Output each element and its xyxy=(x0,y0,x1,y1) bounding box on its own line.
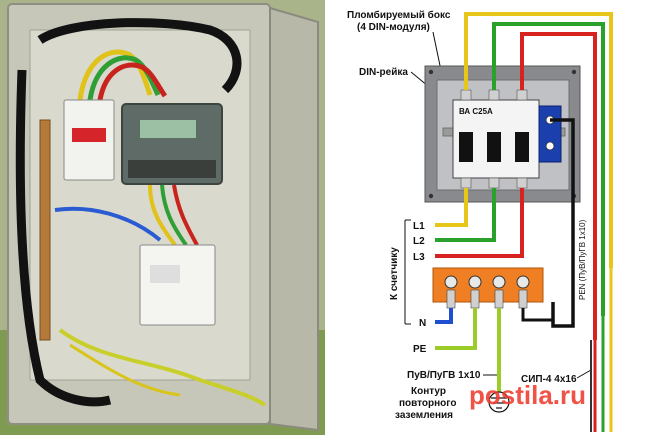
label-pe: PE xyxy=(413,344,427,355)
wire-ground-2 xyxy=(69,343,181,397)
wire-red xyxy=(97,62,168,101)
wire-in-l3 xyxy=(520,32,597,340)
mounting-plate xyxy=(29,29,251,381)
ground-contour-icon xyxy=(488,391,510,413)
box-screw-tr xyxy=(571,69,577,75)
breaker-handle-2 xyxy=(487,132,501,162)
pe-bus-screw-3 xyxy=(492,275,506,289)
din-rail-label: DIN-рейка xyxy=(359,67,408,78)
grounding-line3: заземления xyxy=(395,410,453,421)
label-l1: L1 xyxy=(413,221,425,232)
breaker-label: ВА С25А xyxy=(459,107,493,116)
photo-bus-bar xyxy=(39,119,51,341)
photo-breaker-handles xyxy=(72,128,106,142)
wire-out-l1 xyxy=(435,188,468,227)
black-cable-lower xyxy=(15,69,112,407)
photo-meter-display xyxy=(140,120,196,138)
label-l3: L3 xyxy=(413,252,425,263)
wire-n xyxy=(435,308,453,324)
box-screw-tl xyxy=(428,69,434,75)
wiring-diagram: Пломбируемый бокс (4 DIN-модуля) DIN-рей… xyxy=(347,9,613,432)
box-screw-bl xyxy=(428,193,434,199)
photo-rcd xyxy=(139,244,216,326)
box-title-line2: (4 DIN-модуля) xyxy=(357,22,430,33)
breaker-top-terminal-1 xyxy=(460,89,472,101)
meter-label: К счетчику xyxy=(389,247,400,300)
breaker-bottom-terminal-3 xyxy=(516,177,528,189)
pen-terminal-block xyxy=(538,105,562,163)
pe-bus-lug-4 xyxy=(518,289,528,309)
wire-pe xyxy=(435,308,477,350)
wire-in-l2 xyxy=(492,22,605,316)
breaker-bottom-terminal-1 xyxy=(460,177,472,189)
pe-bus-screw-4 xyxy=(516,275,530,289)
wire-blue xyxy=(54,206,162,242)
watermark: postila.ru xyxy=(469,380,586,410)
grounding-line2: повторного xyxy=(399,398,456,409)
wire-pen-to-bus xyxy=(521,308,553,322)
wire-green xyxy=(87,55,161,101)
breaker-bottom-terminal-2 xyxy=(488,177,500,189)
pe-bus-lug-3 xyxy=(494,289,504,309)
pen-cable-label: PEN (ПуВ/ПуГВ 1х10) xyxy=(578,219,587,300)
breaker-handle-1 xyxy=(459,132,473,162)
grounding-line1: Контур xyxy=(411,386,446,397)
pe-cable-label: ПуВ/ПуГВ 1х10 xyxy=(407,370,481,381)
wire-green-2 xyxy=(160,184,188,247)
wire-yellow xyxy=(77,49,153,101)
wire-red-2 xyxy=(172,184,199,246)
wire-yellow-2 xyxy=(148,184,177,247)
label-n: N xyxy=(419,318,426,329)
pen-terminal-screw-2 xyxy=(545,141,555,151)
label-l2: L2 xyxy=(413,236,425,247)
breaker-handle-3 xyxy=(515,132,529,162)
pe-bus-screw-2 xyxy=(468,275,482,289)
sip-label: СИП-4 4х16 xyxy=(521,374,577,385)
pe-bus-screw-1 xyxy=(444,275,458,289)
box-title-line1: Пломбируемый бокс xyxy=(347,9,451,21)
black-cable xyxy=(37,18,242,94)
pe-bus-lug-1 xyxy=(446,289,456,309)
wire-ground xyxy=(58,328,267,407)
photo-meter-terminals xyxy=(128,160,216,178)
cabinet-door xyxy=(269,6,319,432)
wire-pen xyxy=(550,118,575,328)
wire-out-l3 xyxy=(435,188,524,258)
wire-in-l1 xyxy=(464,12,613,268)
sip-pointer xyxy=(576,369,592,379)
wire-out-l2 xyxy=(435,188,496,242)
photo-rcd-label xyxy=(150,265,180,283)
breaker-top-terminal-2 xyxy=(488,89,500,101)
pe-bus-lug-2 xyxy=(470,289,480,309)
cabinet-photo xyxy=(0,0,325,435)
breaker-top-terminal-3 xyxy=(516,89,528,101)
